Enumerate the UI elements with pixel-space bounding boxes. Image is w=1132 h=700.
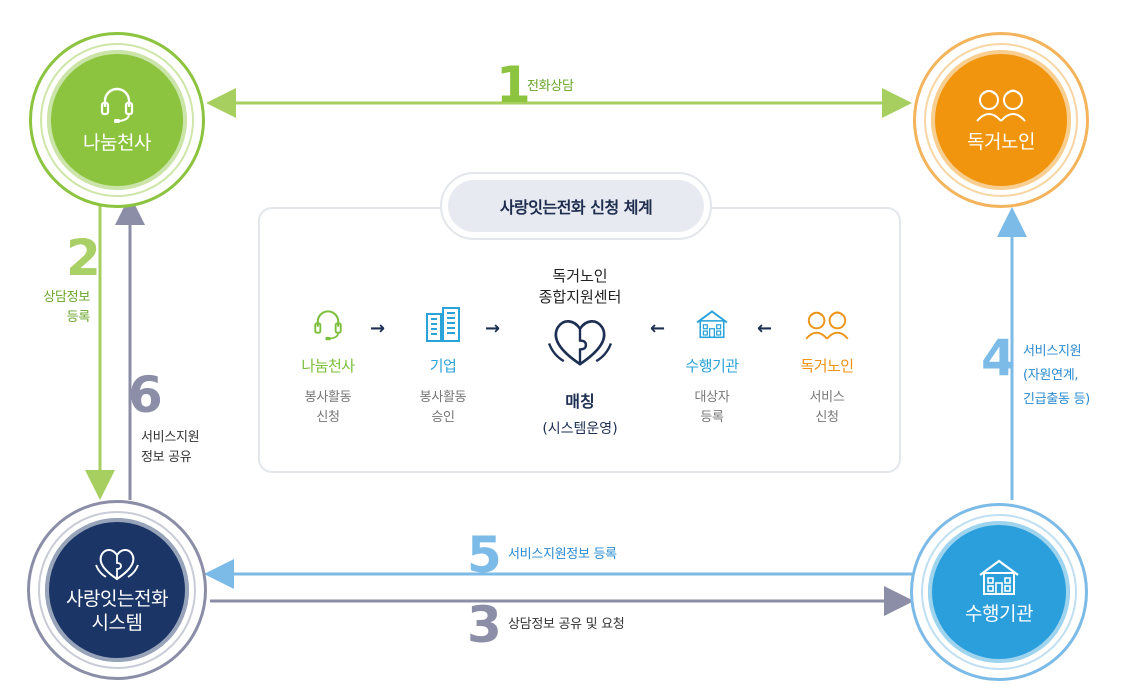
panel-col-desc: 봉사활동 승인 xyxy=(419,390,467,425)
panel-col-desc: 서비스 신청 xyxy=(809,390,845,425)
heart-puzzle-icon xyxy=(95,549,139,581)
step3-text: 상담정보 공유 및 요청 xyxy=(508,617,625,632)
panel-col-name: 나눔천사 xyxy=(301,357,355,375)
headset-icon xyxy=(314,310,342,341)
heart-puzzle-icon xyxy=(547,320,613,366)
headset-icon xyxy=(100,87,134,123)
node-system-label: 사랑잇는전화 시스템 xyxy=(66,588,168,634)
panel-col-elderly: 독거노인 서비스 신청 xyxy=(782,308,872,428)
step2-text: 상담정보 등록 xyxy=(43,290,90,325)
arrow-left-icon: ← xyxy=(650,318,666,339)
panel-col-name: 기업 xyxy=(429,357,457,375)
arrow-right-icon: → xyxy=(370,318,386,339)
panel-title-pill: 사랑잇는전화 신청 체계 xyxy=(440,172,712,240)
center-desc: (시스템운영) xyxy=(542,421,618,437)
node-agency-label: 수행기관 xyxy=(965,603,1033,625)
panel-col-agency: 수행기관 대상자 등록 xyxy=(670,308,754,428)
step6-text: 서비스지원 정보 공유 xyxy=(141,430,200,465)
panel-title: 사랑잇는전화 신청 체계 xyxy=(448,180,704,232)
node-volunteer: 나눔천사 xyxy=(29,32,205,208)
elderly-couple-icon xyxy=(805,311,849,340)
step1-number: 1 xyxy=(496,56,531,114)
center-name: 매칭 xyxy=(565,392,595,411)
step1-text: 전화상담 xyxy=(527,79,574,94)
node-volunteer-label: 나눔천사 xyxy=(83,132,151,154)
node-elderly: 독거노인 xyxy=(913,32,1089,208)
panel-col-volunteer: 나눔천사 봉사활동 신청 xyxy=(288,308,368,428)
panel-col-desc: 대상자 등록 xyxy=(694,390,730,425)
elderly-couple-icon xyxy=(976,89,1026,122)
node-elderly-label: 독거노인 xyxy=(967,131,1035,153)
arrow-right-icon: → xyxy=(485,318,501,339)
step2-number: 2 xyxy=(66,229,101,287)
node-agency: 수행기관 xyxy=(910,503,1088,681)
step5-number: 5 xyxy=(467,526,502,584)
node-system: 사랑잇는전화 시스템 xyxy=(27,500,207,680)
arrow-left-icon: ← xyxy=(757,318,773,339)
panel-col-desc: 봉사활동 신청 xyxy=(304,390,352,425)
office-building-icon xyxy=(426,307,460,342)
panel-col-name: 독거노인 xyxy=(800,357,854,375)
building-icon xyxy=(979,559,1019,595)
panel-center: 독거노인 종합지원센터 매칭 (시스템운영) xyxy=(515,266,645,438)
step4-number: 4 xyxy=(981,329,1016,387)
building-icon xyxy=(696,310,728,339)
panel-col-name: 수행기관 xyxy=(685,357,739,375)
step5-text: 서비스지원정보 등록 xyxy=(508,547,617,562)
center-title: 독거노인 종합지원센터 xyxy=(538,267,622,306)
step4-text: 서비스지원 (자원연계, 긴급출동 등) xyxy=(1023,344,1090,407)
panel-col-company: 기업 봉사활동 승인 xyxy=(403,306,483,428)
step3-number: 3 xyxy=(467,596,502,654)
step6-number: 6 xyxy=(128,366,163,424)
